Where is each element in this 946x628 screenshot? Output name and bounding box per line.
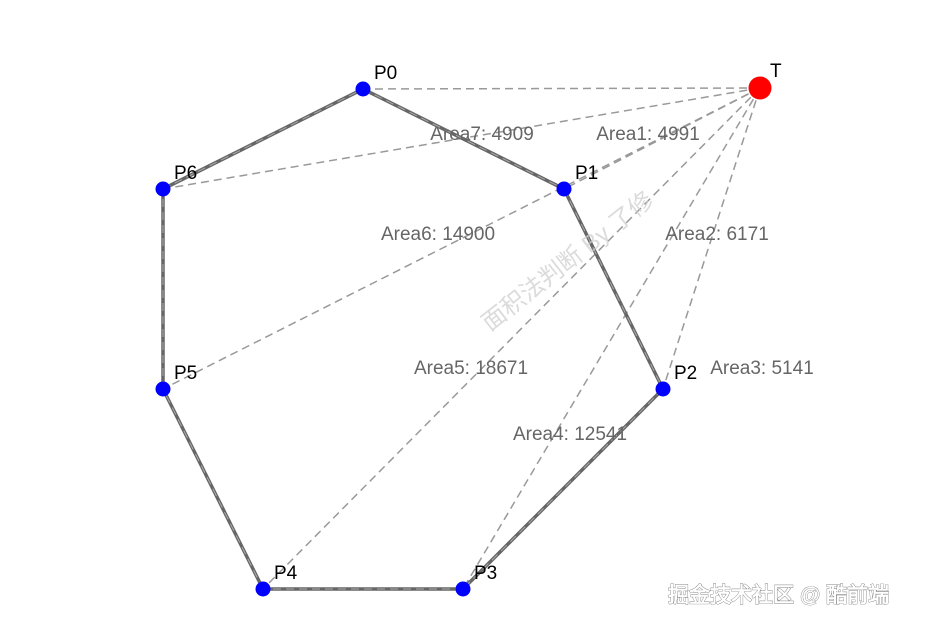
target-label: T	[770, 61, 782, 82]
watermark: 面积法判断 By 了修	[477, 187, 659, 337]
dashed-line-T-P3	[462, 87, 761, 590]
vertex-label: P6	[174, 163, 197, 184]
edge-dash-P0	[362, 88, 565, 190]
vertex-P0	[355, 81, 371, 97]
credit-text: 掘金技术社区 @ 酷前端	[668, 583, 889, 607]
area-label: Area6: 14900	[381, 224, 495, 245]
vertex-label: P5	[174, 363, 197, 384]
area-label: Area2: 6171	[665, 224, 769, 245]
edge-dash-P1	[563, 188, 664, 390]
vertex-P6	[155, 181, 171, 197]
vertex-label: P0	[374, 63, 397, 84]
dashed-line-T-P1	[563, 87, 761, 190]
vertex-P3	[455, 581, 471, 597]
vertex-P1	[556, 181, 572, 197]
area-label: Area1: 4991	[596, 124, 700, 145]
vertex-label: P3	[474, 563, 497, 584]
area-label: Area3: 5141	[710, 358, 814, 379]
edge-dash-P6	[162, 88, 364, 190]
dashed-line-T-P5	[162, 87, 761, 390]
vertex-label: P1	[575, 163, 598, 184]
edge-dash-P2	[462, 388, 664, 590]
dashed-line-T-P0	[362, 87, 761, 90]
area-label: Area5: 18671	[414, 358, 528, 379]
area-label: Area7: 4909	[430, 124, 534, 145]
vertex-P4	[255, 581, 271, 597]
dashed-line-T-P2	[662, 87, 761, 390]
vertex-label: P2	[674, 363, 697, 384]
area-label: Area4: 12541	[513, 424, 627, 445]
target-point	[748, 76, 772, 100]
edge-dash-P4	[162, 388, 264, 590]
dashed-line-T-P4	[262, 87, 761, 590]
vertex-P5	[155, 381, 171, 397]
vertex-label: P4	[274, 563, 298, 584]
vertex-P2	[655, 381, 671, 397]
